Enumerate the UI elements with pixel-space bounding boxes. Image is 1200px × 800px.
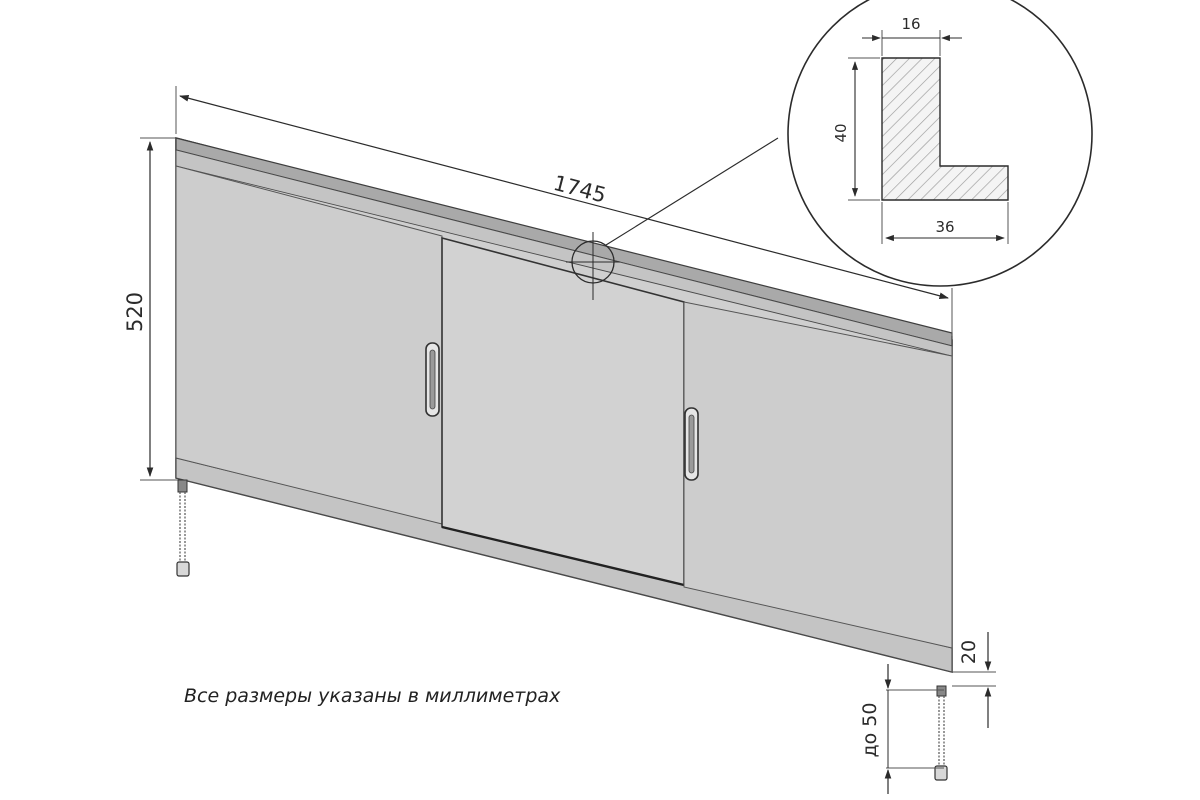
profile-top-width-label: 16 [901,15,920,33]
dimension-height: 520 [123,137,178,481]
left-leg [176,479,190,577]
profile-cross-section [881,57,1009,201]
dimension-length-label: 1745 [551,171,609,208]
right-leg [934,685,948,781]
left-door-handle [425,342,440,417]
right-door-handle [684,407,699,481]
right-section [683,301,953,649]
dimension-bottom-rail: 20 [952,632,996,728]
profile-height-label: 40 [832,123,850,142]
dimension-height-label: 520 [123,292,147,332]
units-caption: Все размеры указаны в миллиметрах [184,685,561,707]
dimension-leg-adjust: до 50 [859,664,944,794]
detail-callout-marker [566,137,779,300]
profile-bottom-width-label: 36 [935,218,954,236]
profile-detail-view: 16 40 36 [787,0,1093,287]
dimension-leg-adjust-label: до 50 [859,703,881,758]
dimension-bottom-rail-label: 20 [958,640,980,664]
